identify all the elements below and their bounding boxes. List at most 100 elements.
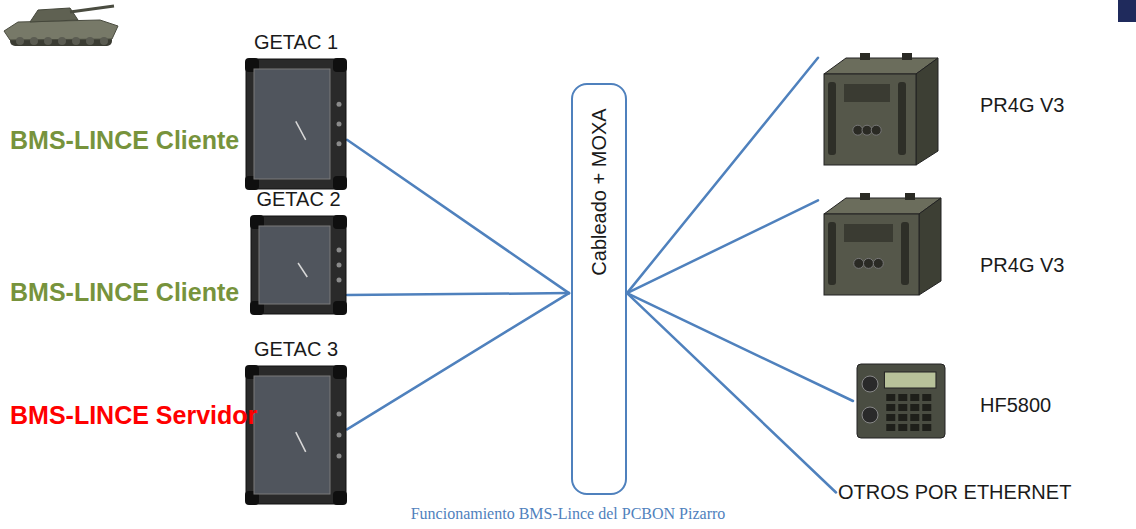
vehicle-illustration: [0, 0, 125, 52]
hf-radio-device: HF5800: [855, 360, 947, 442]
hf-key: [910, 424, 919, 431]
device-label: GETAC 3: [254, 338, 338, 361]
hf-key: [922, 404, 931, 411]
vehicle-wheel: [72, 37, 80, 45]
tablet-button: [337, 248, 342, 253]
radio-device: PR4G V3: [820, 52, 942, 167]
tablet-bumper: [333, 365, 347, 379]
figure-caption: Funcionamiento BMS-Lince del PCBON Pizar…: [411, 505, 726, 523]
tablet-body: [251, 216, 346, 314]
radio-handle: [901, 222, 909, 285]
tablet-body: [246, 366, 346, 504]
role-label: BMS-LINCE Cliente: [10, 126, 239, 155]
cable-line: [627, 293, 853, 401]
tablet-device: GETAC 2: [250, 215, 347, 315]
cable-line: [627, 293, 836, 492]
vehicle-gun: [70, 6, 114, 12]
hub-box: Cableado + MOXA: [571, 83, 627, 495]
radio-knob: [853, 125, 863, 135]
tablet-illustration: [245, 58, 347, 190]
tablet-button: [337, 433, 342, 438]
radio-front: [824, 214, 919, 295]
radio-illustration: [820, 52, 942, 167]
radio-illustration: [820, 192, 945, 297]
device-label: OTROS POR ETHERNET: [838, 481, 1071, 504]
radio-knob: [871, 125, 881, 135]
tablet-screen: [259, 226, 330, 304]
tablet-screen: [254, 69, 330, 179]
hf-key: [910, 404, 919, 411]
radio-panel: [844, 224, 893, 242]
vehicle-wheel: [86, 37, 94, 45]
tablet-bumper: [333, 215, 347, 229]
hf-key: [898, 424, 907, 431]
radio-side: [919, 198, 941, 295]
tablet-button: [337, 278, 342, 283]
tablet-button: [337, 102, 342, 107]
radio-knob: [854, 258, 864, 268]
vehicle-wheel: [30, 37, 38, 45]
tablet-bumper: [333, 58, 347, 72]
radio-front: [824, 74, 916, 165]
tablet-illustration: [250, 215, 347, 315]
vehicle-hull: [4, 20, 118, 40]
device-label: GETAC 1: [254, 31, 338, 54]
tablet-button: [337, 122, 342, 127]
device-label: PR4G V3: [980, 94, 1064, 117]
radio-handle: [898, 82, 906, 155]
tablet-button: [337, 141, 342, 146]
hub-label: Cableado + MOXA: [588, 108, 611, 275]
tablet-bumper: [333, 491, 347, 505]
cable-line: [347, 140, 569, 293]
radio-device: PR4G V3: [820, 192, 945, 297]
radio-knob: [873, 258, 883, 268]
hf-key: [922, 414, 931, 421]
hf-key: [886, 404, 895, 411]
tablet-button: [337, 263, 342, 268]
radio-handle: [828, 82, 836, 155]
tablet-button: [337, 454, 342, 459]
vehicle-wheel: [58, 37, 66, 45]
vehicle-wheel: [100, 37, 108, 45]
role-label: BMS-LINCE Cliente: [10, 278, 239, 307]
radio-connector: [860, 193, 870, 200]
hf-key: [898, 414, 907, 421]
hf-knob: [862, 376, 878, 392]
tablet-button: [337, 412, 342, 417]
tablet-body: [246, 59, 346, 189]
tablet-device: GETAC 1: [245, 58, 347, 190]
hf-illustration: [855, 360, 947, 442]
logo-block: [1118, 0, 1136, 22]
hf-key: [910, 414, 919, 421]
hf-display: [884, 372, 936, 388]
hf-key: [922, 424, 931, 431]
tablet-screen: [254, 376, 330, 494]
radio-connector: [902, 53, 912, 60]
radio-knob: [862, 125, 872, 135]
device-label: GETAC 2: [256, 188, 340, 211]
radio-handle: [828, 222, 836, 285]
tablet-illustration: [245, 365, 347, 505]
tablet-bumper: [333, 176, 347, 190]
cable-line: [627, 58, 818, 293]
hf-key: [898, 404, 907, 411]
hf-key: [886, 394, 895, 401]
cable-line: [347, 293, 569, 429]
radio-panel: [844, 84, 890, 102]
tablet-stylus-mark: [298, 263, 307, 277]
device-label: HF5800: [980, 394, 1051, 417]
hf-knob: [862, 407, 878, 423]
cable-line: [627, 200, 818, 293]
radio-knob: [864, 258, 874, 268]
vehicle-wheel: [16, 37, 24, 45]
radio-side: [916, 58, 938, 165]
tablet-stylus-mark: [296, 121, 306, 139]
tablet-stylus-mark: [296, 432, 306, 452]
hf-key: [886, 414, 895, 421]
role-label: BMS-LINCE Servidor: [10, 401, 257, 430]
hf-key: [898, 394, 907, 401]
logo-corner: [1118, 0, 1136, 22]
hf-key: [910, 394, 919, 401]
